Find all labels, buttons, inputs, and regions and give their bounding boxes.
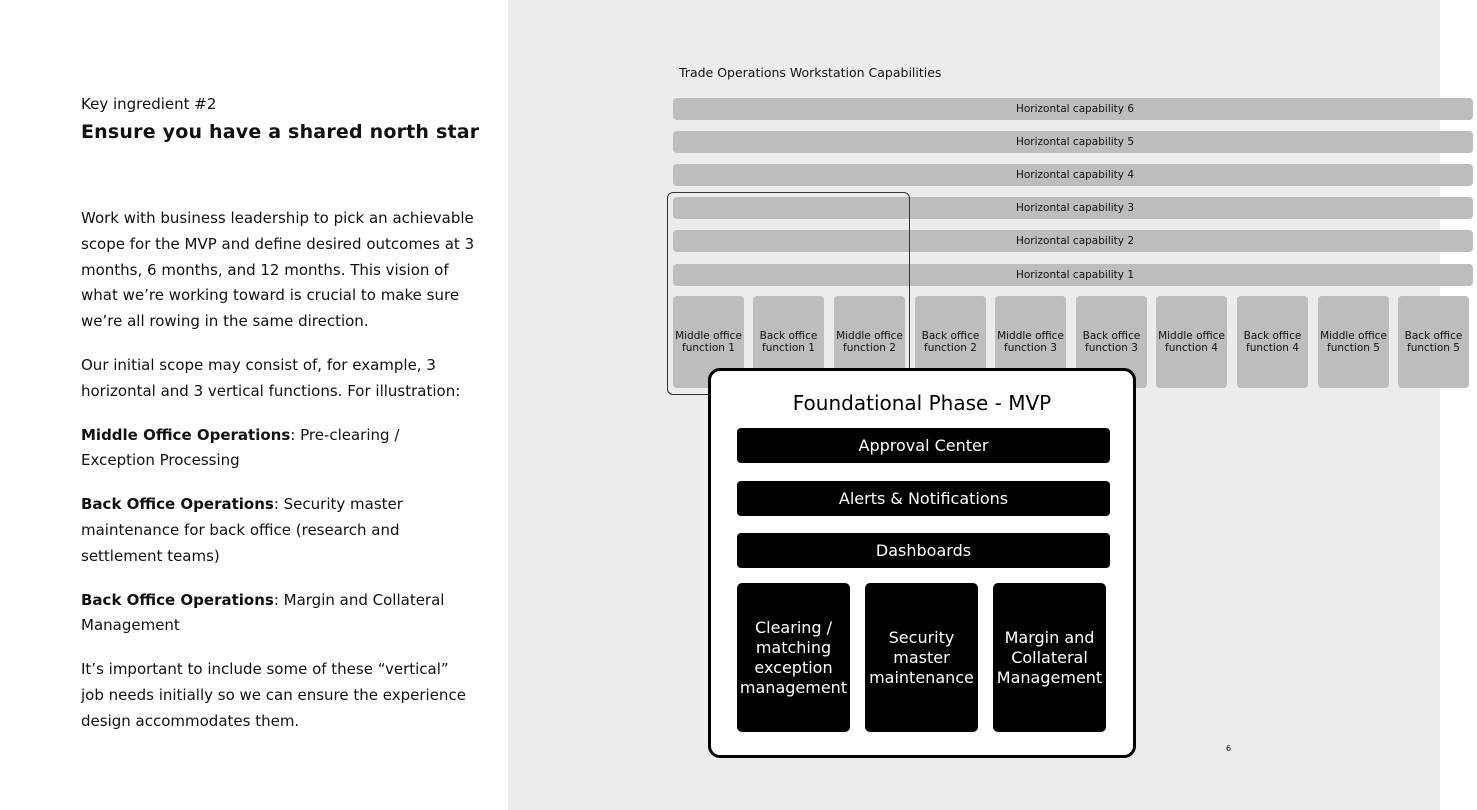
mvp-function-box: Clearing / matching exception management (737, 583, 850, 732)
horizontal-capability-bar: Horizontal capability 1 (673, 264, 1473, 286)
page-number: 6 (1226, 744, 1232, 753)
mvp-capability-bar: Approval Center (737, 428, 1110, 463)
paragraph-2: Our initial scope may consist of, for ex… (81, 355, 461, 400)
mvp-title: Foundational Phase - MVP (792, 391, 1052, 415)
diagram-title: Trade Operations Workstation Capabilitie… (679, 65, 942, 80)
list-item: Back Office Operations: Margin and Colla… (81, 588, 476, 640)
slide-heading: Ensure you have a shared north star (81, 121, 480, 143)
horizontal-capability-label: Horizontal capability 6 (1015, 103, 1135, 115)
scope-highlight-outline (667, 192, 910, 395)
item-2-text: : Security master maintenance for back o… (81, 495, 403, 565)
horizontal-capability-bar: Horizontal capability 3 (673, 197, 1473, 219)
paragraph-3: It’s important to include some of these … (81, 660, 466, 730)
horizontal-capability-bar: Horizontal capability 4 (673, 164, 1473, 186)
item-1-bold: Middle Office Operations (81, 425, 291, 444)
item-3-bold: Back Office Operations (81, 590, 274, 609)
vertical-function-column: Back office function 5 (1398, 296, 1469, 388)
vertical-function-column: Middle office function 5 (1318, 296, 1389, 388)
diagram-panel: Trade Operations Workstation Capabilitie… (508, 0, 1473, 810)
list-item: Middle Office Operations: Pre-clearing /… (81, 423, 476, 475)
horizontal-capability-bar: Horizontal capability 6 (673, 98, 1473, 120)
list-item: Back Office Operations: Security master … (81, 492, 476, 569)
vertical-function-column: Middle office function 4 (1156, 296, 1227, 388)
horizontal-capability-label: Horizontal capability 4 (1015, 169, 1135, 181)
horizontal-capability-label: Horizontal capability 1 (1015, 269, 1135, 281)
body-text: Work with business leadership to pick an… (81, 206, 476, 753)
eyebrow-label: Key ingredient #2 (81, 95, 217, 113)
horizontal-capability-label: Horizontal capability 5 (1015, 136, 1135, 148)
horizontal-capability-bar: Horizontal capability 5 (673, 131, 1473, 153)
text-panel: Key ingredient #2 Ensure you have a shar… (0, 0, 508, 810)
mvp-card: Foundational Phase - MVP Approval Center… (708, 368, 1136, 758)
mvp-function-box: Margin and Collateral Management (993, 583, 1106, 732)
horizontal-capability-label: Horizontal capability 3 (1015, 202, 1135, 214)
vertical-function-column: Back office function 4 (1237, 296, 1308, 388)
horizontal-capability-label: Horizontal capability 2 (1015, 235, 1135, 247)
item-2-bold: Back Office Operations (81, 495, 274, 514)
mvp-function-box: Security master maintenance (865, 583, 978, 732)
item-3-text: : Margin and Collateral Management (81, 590, 445, 635)
mvp-capability-bar: Alerts & Notifications (737, 481, 1110, 516)
horizontal-capability-bar: Horizontal capability 2 (673, 230, 1473, 252)
mvp-capability-bar: Dashboards (737, 533, 1110, 568)
paragraph-1: Work with business leadership to pick an… (81, 209, 475, 331)
item-1-text: : Pre-clearing / Exception Processing (81, 425, 400, 470)
